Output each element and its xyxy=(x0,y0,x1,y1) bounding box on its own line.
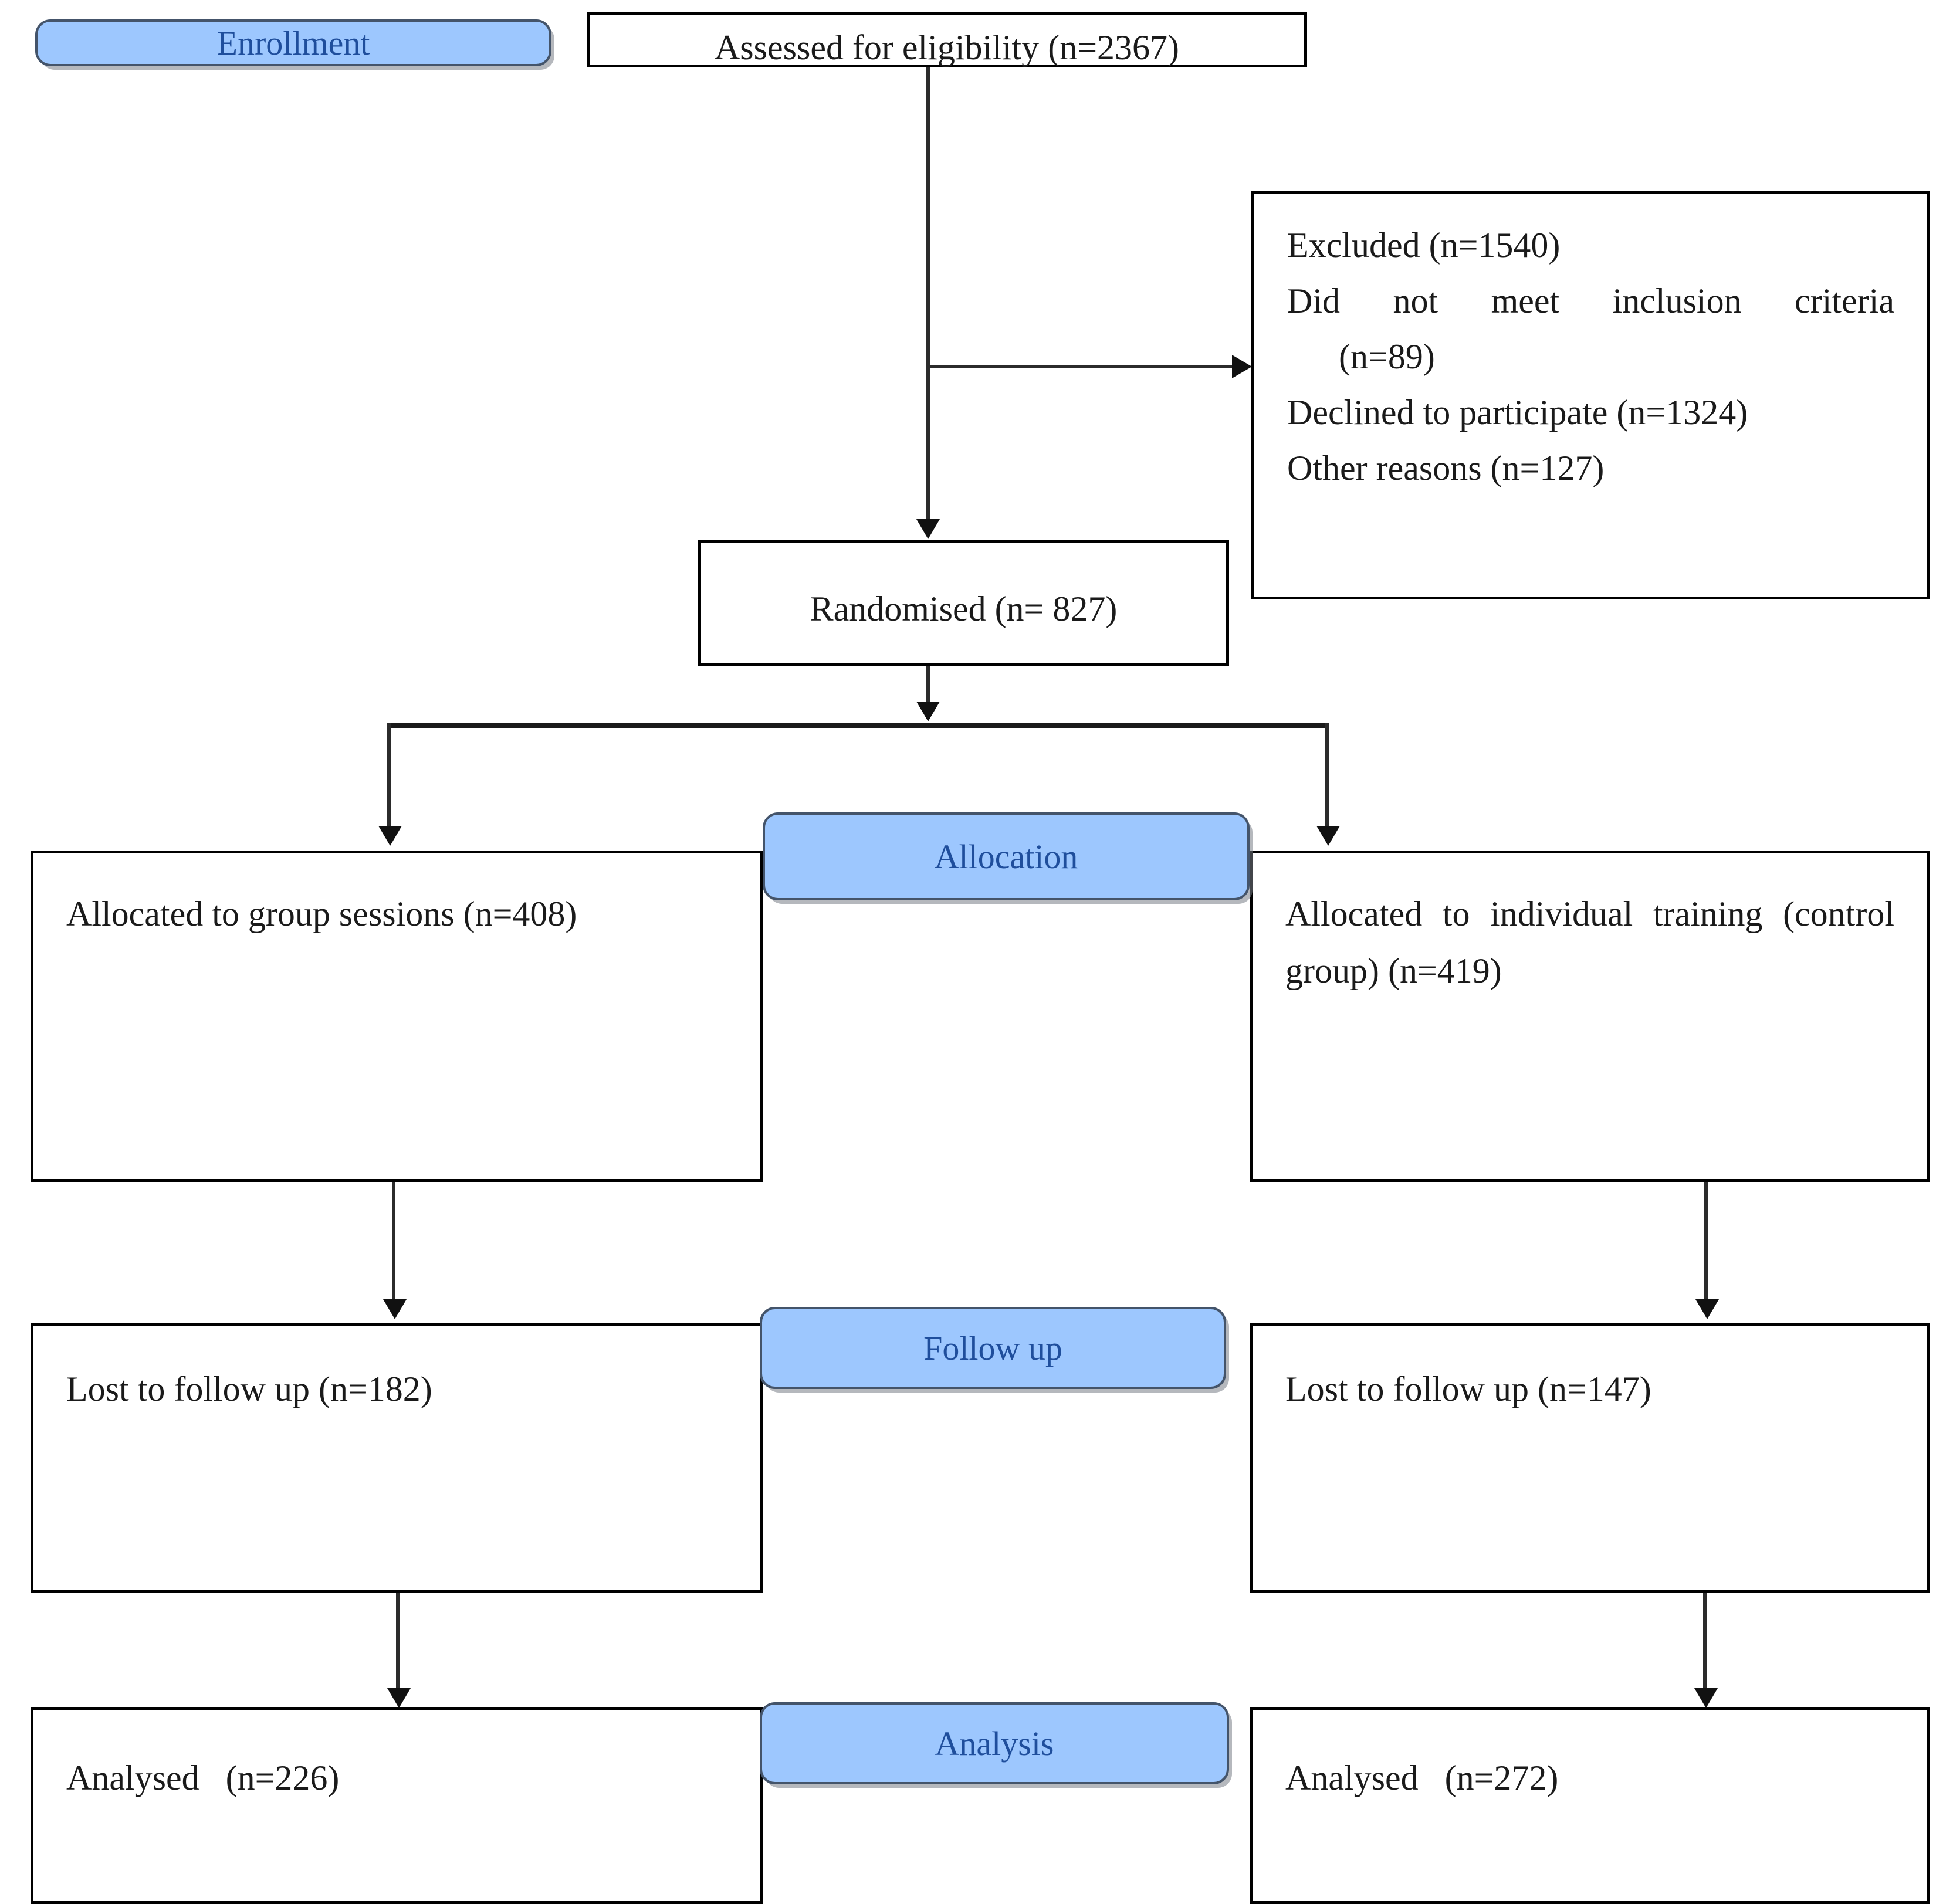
node-randomised-text: Randomised (n= 827) xyxy=(810,590,1118,628)
connector-right-followup-to-analysis xyxy=(1703,1593,1707,1698)
arrowhead-left-followup xyxy=(383,1299,407,1319)
node-assessed-for-eligibility: Assessed for eligibility (n=2367) xyxy=(587,12,1307,67)
connector-right-allocation-to-followup xyxy=(1704,1182,1708,1308)
stage-badge-follow-up: Follow up xyxy=(760,1307,1226,1389)
connector-left-allocation-to-followup xyxy=(392,1182,395,1308)
stage-badge-allocation: Allocation xyxy=(763,812,1250,900)
connector-assessed-to-excluded xyxy=(930,365,1244,368)
arrowhead-left-allocation xyxy=(378,826,402,846)
node-lost-to-followup-right: Lost to follow up (n=147) xyxy=(1250,1323,1930,1593)
arrowhead-right-followup xyxy=(1695,1299,1719,1319)
arrowhead-left-analysis xyxy=(387,1688,411,1708)
arrowhead-randomised-split xyxy=(916,702,940,721)
node-excluded-reason-1: Did not meet inclusion criteria xyxy=(1287,282,1894,320)
node-analysed-right: Analysed (n=272) xyxy=(1250,1707,1930,1904)
arrowhead-assessed-to-excluded xyxy=(1232,355,1252,378)
node-analysed-left-text: Analysed (n=226) xyxy=(66,1759,340,1797)
arrowhead-assessed-to-randomised xyxy=(916,519,940,539)
node-excluded-reason-3: Other reasons (n=127) xyxy=(1287,449,1605,487)
connector-randomised-to-split xyxy=(926,666,930,707)
node-excluded-reason-1-count: (n=89) xyxy=(1339,337,1435,376)
node-analysed-right-text: Analysed (n=272) xyxy=(1285,1759,1559,1797)
node-allocated-individual-training: Allocated to individual training (contro… xyxy=(1250,851,1930,1182)
node-lost-to-followup-left: Lost to follow up (n=182) xyxy=(31,1323,763,1593)
node-allocated-left-text: Allocated to group sessions (n=408) xyxy=(66,895,577,933)
stage-badge-enrollment-label: Enrollment xyxy=(216,23,370,62)
connector-split-bar xyxy=(387,723,1329,728)
stage-badge-allocation-label: Allocation xyxy=(934,837,1078,876)
arrowhead-right-analysis xyxy=(1694,1688,1718,1708)
node-lost-right-text: Lost to follow up (n=147) xyxy=(1285,1370,1651,1408)
stage-badge-analysis: Analysis xyxy=(760,1702,1229,1784)
node-allocated-right-text: Allocated to individual training (contro… xyxy=(1285,895,1894,991)
node-excluded-title: Excluded (n=1540) xyxy=(1287,226,1561,265)
node-assessed-text: Assessed for eligibility (n=2367) xyxy=(714,28,1180,67)
node-allocated-group-sessions: Allocated to group sessions (n=408) xyxy=(31,851,763,1182)
node-analysed-left: Analysed (n=226) xyxy=(31,1707,763,1904)
stage-badge-follow-up-label: Follow up xyxy=(923,1329,1062,1367)
connector-left-followup-to-analysis xyxy=(396,1593,400,1698)
node-lost-left-text: Lost to follow up (n=182) xyxy=(66,1370,432,1408)
node-randomised: Randomised (n= 827) xyxy=(698,540,1229,666)
stage-badge-analysis-label: Analysis xyxy=(935,1724,1054,1763)
node-excluded: Excluded (n=1540) Did not meet inclusion… xyxy=(1251,191,1930,599)
node-excluded-reason-2: Declined to participate (n=1324) xyxy=(1287,393,1748,432)
connector-split-to-left-allocation xyxy=(387,723,391,834)
connector-assessed-to-randomised xyxy=(926,67,930,522)
stage-badge-enrollment: Enrollment xyxy=(35,19,551,66)
connector-split-to-right-allocation xyxy=(1325,723,1329,834)
arrowhead-right-allocation xyxy=(1316,826,1340,846)
